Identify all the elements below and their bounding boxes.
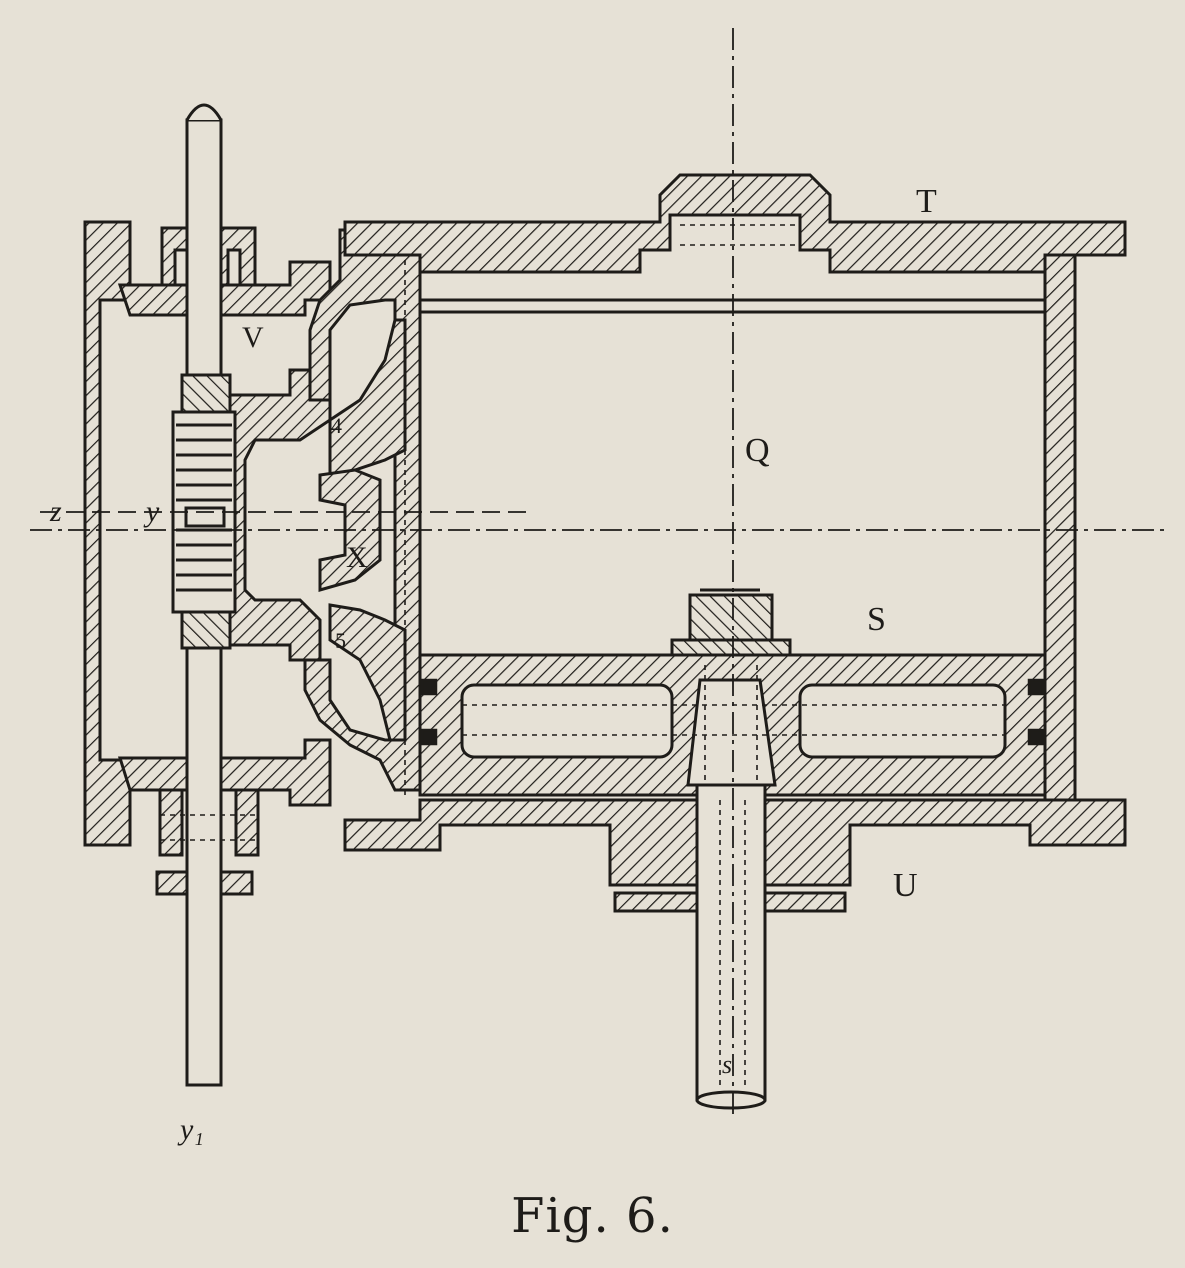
valve-rod-collar-lower xyxy=(180,608,232,650)
left-end-cover xyxy=(83,220,132,847)
label-port-4: 4 xyxy=(331,413,342,438)
label-y1: y₁ xyxy=(180,1113,204,1146)
label-T: T xyxy=(916,183,937,220)
label-z: z xyxy=(50,495,62,528)
label-y: y xyxy=(146,495,160,528)
cylinder-right-cover xyxy=(1043,253,1077,802)
label-X: X xyxy=(346,541,368,574)
label-s: s xyxy=(722,1050,733,1079)
figure-caption: Fig. 6. xyxy=(511,1188,674,1244)
cylinder-top-wall xyxy=(343,173,1127,274)
piston-cavity-right xyxy=(798,683,1007,759)
label-U: U xyxy=(893,867,918,904)
valve-chest xyxy=(117,226,422,896)
piston-boss xyxy=(686,678,777,787)
piston-cavity-left xyxy=(460,683,674,759)
label-port-5: 5 xyxy=(335,628,346,653)
label-V: V xyxy=(242,321,264,354)
valve-rod-collar xyxy=(180,373,232,415)
label-Q: Q xyxy=(745,432,770,469)
label-S: S xyxy=(867,601,886,638)
piston-nut xyxy=(688,593,774,647)
piston-washer xyxy=(670,638,792,657)
